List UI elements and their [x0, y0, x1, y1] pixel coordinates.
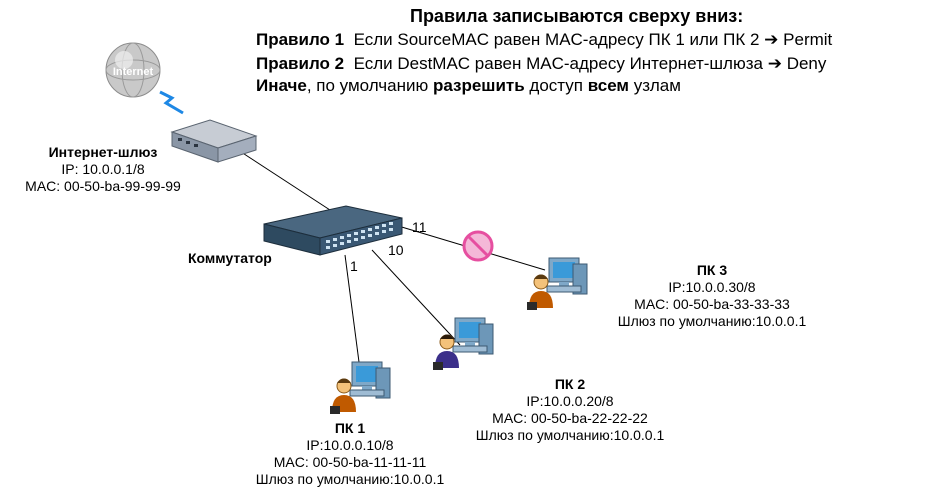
pc1-gateway: Шлюз по умолчанию:10.0.0.1: [255, 471, 445, 487]
rule-2-label: Правило 2: [256, 54, 345, 73]
rule-2-text: Если DestMAC равен MAC-адресу Интернет-ш…: [353, 54, 763, 73]
default-rule-t3: узлам: [629, 76, 681, 95]
gateway-name: Интернет-шлюз: [48, 144, 158, 160]
pc3-workstation-icon: [527, 257, 588, 310]
rule-1-text: Если SourceMAC равен MAC-адресу ПК 1 или…: [353, 30, 760, 49]
default-rule-b1: Иначе: [256, 76, 307, 95]
default-rule-b2: разрешить: [432, 76, 525, 95]
internet-label: Internet: [113, 66, 154, 78]
gateway-mac: MAC: 00-50-ba-99-99-99: [25, 178, 181, 194]
arrow-right-icon: ➔: [764, 30, 779, 49]
rule-2-action: Deny: [786, 54, 827, 73]
port-11-label: 11: [412, 219, 427, 235]
port-10-label: 10: [388, 242, 404, 258]
pc2-info: ПК 2 IP:10.0.0.20/8 MAC: 00-50-ba-22-22-…: [440, 376, 700, 444]
pc2-name: ПК 2: [554, 376, 586, 392]
rule-1-action: Permit: [783, 30, 833, 49]
pc3-gateway: Шлюз по умолчанию:10.0.0.1: [617, 313, 807, 329]
lightning-icon: [159, 90, 184, 115]
router-icon: [170, 119, 258, 163]
deny-icon: [462, 230, 494, 262]
pc3-info: ПК 3 IP:10.0.0.30/8 MAC: 00-50-ba-33-33-…: [582, 262, 842, 330]
rule-1: Правило 1 Если SourceMAC равен MAC-адрес…: [256, 30, 832, 50]
default-rule-t2: доступ: [524, 76, 588, 95]
switch-icon: [263, 205, 403, 256]
default-rule-t1: , по умолчанию: [306, 76, 433, 95]
rules-title: Правила записываются сверху вниз:: [410, 6, 744, 26]
pc1-name: ПК 1: [334, 420, 366, 436]
pc1-workstation-icon: [330, 361, 391, 414]
pc3-mac: MAC: 00-50-ba-33-33-33: [634, 296, 790, 312]
pc3-ip: IP:10.0.0.30/8: [668, 279, 756, 295]
pc2-workstation-icon: [433, 317, 494, 370]
pc1-mac: MAC: 00-50-ba-11-11-11: [273, 454, 427, 470]
gateway-ip: IP: 10.0.0.1/8: [61, 161, 145, 177]
arrow-right-icon: ➔: [767, 54, 782, 73]
gateway-info: Интернет-шлюз IP: 10.0.0.1/8 MAC: 00-50-…: [8, 144, 198, 195]
pc2-ip: IP:10.0.0.20/8: [526, 393, 614, 409]
link-gateway-switch: [237, 149, 331, 211]
rule-1-label: Правило 1: [256, 30, 345, 49]
pc1-ip: IP:10.0.0.10/8: [306, 437, 394, 453]
default-rule-b3: всем: [587, 76, 630, 95]
port-1-label: 1: [350, 258, 358, 274]
default-rule: Иначе, по умолчанию разрешить доступ все…: [256, 76, 681, 96]
link-switch-pc2: [371, 249, 461, 346]
switch-label: Коммутатор: [188, 250, 272, 266]
rule-2: Правило 2 Если DestMAC равен MAC-адресу …: [256, 54, 826, 74]
internet-globe-icon: Internet: [105, 42, 161, 98]
pc3-name: ПК 3: [696, 262, 728, 278]
pc2-mac: MAC: 00-50-ba-22-22-22: [492, 410, 648, 426]
pc2-gateway: Шлюз по умолчанию:10.0.0.1: [475, 427, 665, 443]
pc1-info: ПК 1 IP:10.0.0.10/8 MAC: 00-50-ba-11-11-…: [220, 420, 480, 488]
